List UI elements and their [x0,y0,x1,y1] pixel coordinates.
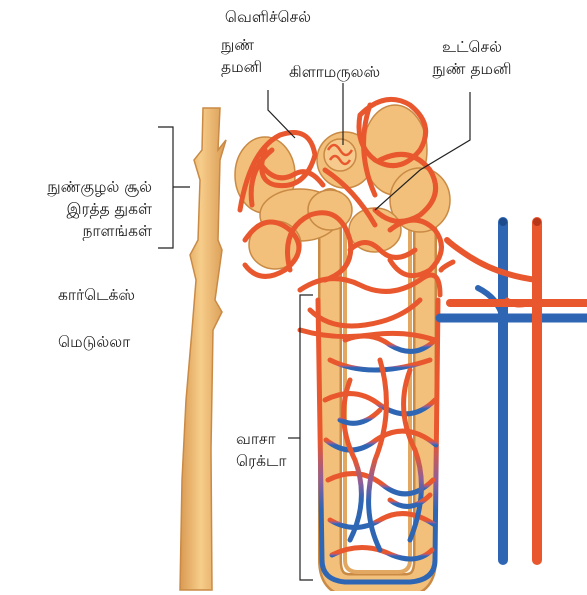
peritubular-capillaries-label: நுண்குழல் சூல் இரத்த துகள் நாளங்கள் [0,176,152,242]
afferent-line-1: உட்செல் [412,36,532,58]
collecting-duct [180,108,226,590]
vasa-recta-line-1: வாசா [236,428,286,450]
peritubular-line-2: இரத்த துகள் [0,198,152,220]
vasa-recta-bracket [300,295,313,580]
cortex-label: கார்டெக்ஸ் [58,284,135,306]
glomerulus-ball [324,139,356,171]
vasa-recta-label: வாசா ரெக்டா [236,428,286,472]
efferent-line-2: நுண் [188,34,348,56]
glomerulus-label: கிளாமருலஸ் [289,61,380,83]
afferent-arteriole-label: உட்செல் நுண் தமனி [412,36,532,80]
afferent-line-2: நுண் தமனி [412,58,532,80]
medulla-label: மெடுல்லா [58,331,130,353]
interlobular-artery [441,222,587,560]
peritubular-line-1: நுண்குழல் சூல் [0,176,152,198]
artery-opening [533,218,541,226]
vasa-recta-line-2: ரெக்டா [236,450,286,472]
vein-opening [499,218,507,226]
peritubular-bracket [158,127,173,248]
efferent-line-1: வெளிச்செல் [188,6,348,28]
peritubular-line-3: நாளங்கள் [0,220,152,242]
